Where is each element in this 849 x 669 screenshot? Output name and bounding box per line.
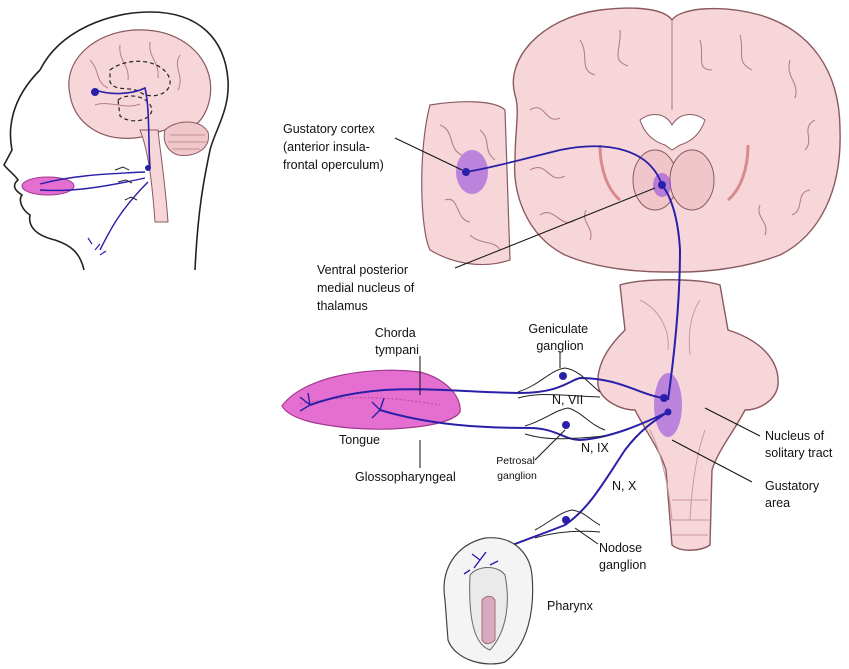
label-nodose-ganglion: Nodose ganglion <box>599 541 646 572</box>
label-tongue: Tongue <box>339 433 380 447</box>
label-nucleus-solitary-tract: Nucleus of solitary tract <box>765 429 833 460</box>
label-chorda-tympani: Chorda tympani <box>375 326 419 357</box>
label-pharynx: Pharynx <box>547 599 594 613</box>
coronal-brain-section <box>512 7 841 273</box>
vagus-nerve <box>479 411 669 559</box>
cranial-nerves <box>309 367 669 559</box>
petrosal-ganglion-shape <box>524 407 606 431</box>
nts-highlight <box>654 373 682 437</box>
brainstem <box>597 181 779 551</box>
brainstem-outline <box>597 279 779 551</box>
inset-brain <box>68 29 212 139</box>
label-n-x: N, X <box>612 479 637 493</box>
inset-brainstem <box>139 129 169 223</box>
head-outline <box>3 69 85 271</box>
tongue-shape <box>281 369 461 430</box>
ventricles <box>639 114 706 151</box>
pharynx <box>443 537 534 665</box>
head-top-outline <box>39 11 229 271</box>
label-n-vii: N, VII <box>552 393 583 407</box>
leader-lines <box>394 137 761 545</box>
gustatory-cortex-highlight <box>456 150 488 194</box>
label-n-ix: N, IX <box>581 441 609 455</box>
glossopharyngeal-nerve <box>379 409 669 442</box>
inset-tongue <box>21 176 75 196</box>
label-gustatory-cortex: Gustatory cortex (anterior insula- front… <box>283 122 384 172</box>
geniculate-ganglion-shape <box>517 367 601 393</box>
tongue <box>281 369 461 430</box>
head-inset <box>3 11 229 271</box>
label-petrosal-ganglion: Petrosal ganglion <box>496 455 537 482</box>
label-gustatory-area: Gustatory area <box>765 479 823 510</box>
labels: Gustatory cortex (anterior insula- front… <box>283 122 833 613</box>
label-glossopharyngeal: Glossopharyngeal <box>355 470 456 484</box>
label-vpm-thalamus: Ventral posterior medial nucleus of thal… <box>317 263 418 313</box>
nodose-ganglion-shape <box>534 509 601 531</box>
label-geniculate-ganglion: Geniculate ganglion <box>528 322 591 353</box>
cortex-inset <box>421 101 663 266</box>
inset-cerebellum <box>163 121 210 157</box>
chorda-tympani-nerve <box>309 376 665 406</box>
